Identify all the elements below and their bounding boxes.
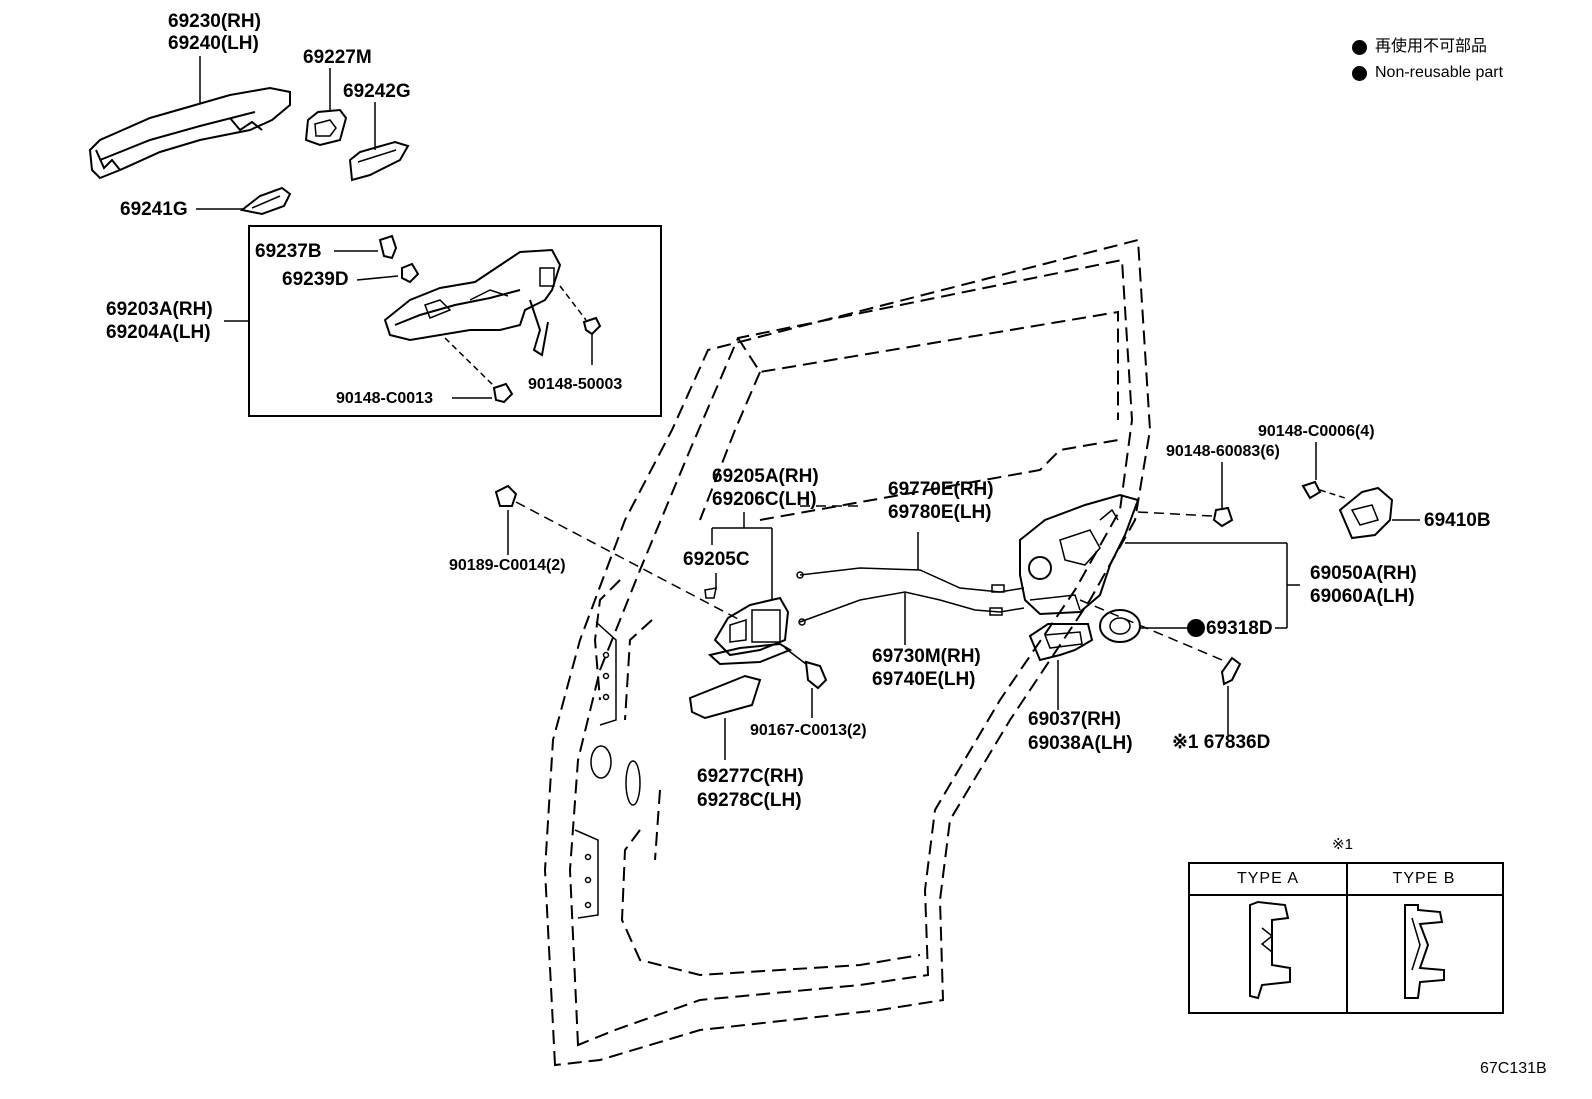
clip-69237B (334, 234, 398, 260)
legend: 再使用不可部品 Non-reusable part (1352, 34, 1503, 86)
part-label-69740E: 69740E(LH) (872, 669, 976, 690)
part-label-69410B: 69410B (1424, 510, 1491, 531)
type-table-divider-v (1346, 864, 1348, 1012)
part-label-69240: 69240(LH) (168, 33, 259, 54)
washer-69318D (1079, 599, 1223, 661)
part-label-69060A: 69060A(LH) (1310, 586, 1415, 607)
handle-cap (304, 68, 348, 147)
screw-90167 (784, 647, 828, 718)
handle-frame (383, 248, 562, 357)
part-label-90148-C0013: 90148-C0013 (336, 390, 433, 407)
part-label-69230: 69230(RH) (168, 11, 261, 32)
part-label-69206C: 69206C(LH) (712, 489, 817, 510)
part-label-69205C: 69205C (683, 549, 750, 570)
part-label-69050A: 69050A(RH) (1310, 563, 1417, 584)
bushing-69239D (356, 262, 420, 284)
grommet-67836D (1220, 656, 1242, 735)
type-b-header: TYPE B (1392, 870, 1456, 887)
clip-90189 (494, 484, 741, 621)
part-label-69278C: 69278C(LH) (697, 790, 802, 811)
lock-cover-69037 (1028, 623, 1094, 710)
inside-handle (704, 587, 793, 666)
part-label-67836D: ※1 67836D (1172, 732, 1271, 753)
part-label-69241G: 69241G (120, 199, 188, 220)
part-label-69205A: 69205A(RH) (712, 466, 819, 487)
part-label-90148-C0006: 90148-C0006(4) (1258, 423, 1375, 440)
bezel-69277C (688, 674, 762, 760)
striker-69410B (1301, 442, 1420, 540)
handle-gasket (196, 186, 292, 216)
part-label-69780E: 69780E(LH) (888, 502, 992, 523)
legend-row-jp: 再使用不可部品 (1352, 34, 1503, 60)
filled-circle-icon (1352, 39, 1367, 55)
type-a-header: TYPE A (1236, 870, 1300, 887)
filled-circle-icon (1352, 65, 1367, 81)
part-label-69237B: 69237B (255, 241, 322, 262)
part-label-69242G: 69242G (343, 81, 411, 102)
door-panel-features (574, 621, 641, 919)
part-label-69239D: 69239D (282, 269, 349, 290)
screw-90148-60083 (1137, 462, 1234, 528)
part-label-69318D: 69318D (1206, 618, 1273, 639)
legend-text-en: Non-reusable part (1375, 64, 1504, 81)
non-reusable-marker-69318D (1187, 619, 1205, 637)
cable-69770E (796, 532, 1025, 593)
screw-90148-50003 (559, 285, 602, 365)
part-label-69204A: 69204A(LH) (106, 322, 211, 343)
bracket-69205A (711, 512, 773, 600)
screw-90148-C0013 (444, 337, 514, 404)
part-label-69277C: 69277C(RH) (697, 766, 804, 787)
figure-code: 67C131B (1480, 1060, 1547, 1077)
door-lock (1019, 493, 1140, 616)
part-label-69038A: 69038A(LH) (1028, 733, 1133, 754)
handle-pad (348, 102, 410, 182)
part-label-90189: 90189-C0014(2) (449, 557, 566, 574)
type-b-drawing (1404, 904, 1445, 999)
legend-text-jp: 再使用不可部品 (1375, 38, 1488, 55)
door-panel-outline (543, 238, 1152, 1067)
part-label-69770E: 69770E(RH) (888, 479, 994, 500)
part-label-69227M: 69227M (303, 47, 372, 68)
type-a-drawing (1249, 900, 1291, 1000)
part-label-90167: 90167-C0013(2) (750, 722, 867, 739)
outside-handle (88, 56, 291, 180)
part-label-69730M: 69730M(RH) (872, 646, 981, 667)
cable-69730M (798, 591, 1025, 645)
part-label-90148-50003: 90148-50003 (528, 376, 623, 393)
part-label-90148-60083: 90148-60083(6) (1166, 443, 1280, 460)
part-label-69203A: 69203A(RH) (106, 299, 213, 320)
bracket-69050 (1125, 542, 1300, 629)
type-table: TYPE A TYPE B (1188, 862, 1504, 1014)
part-label-69037: 69037(RH) (1028, 709, 1121, 730)
legend-row-en: Non-reusable part (1352, 60, 1503, 86)
type-table-marker: ※1 (1332, 836, 1353, 853)
